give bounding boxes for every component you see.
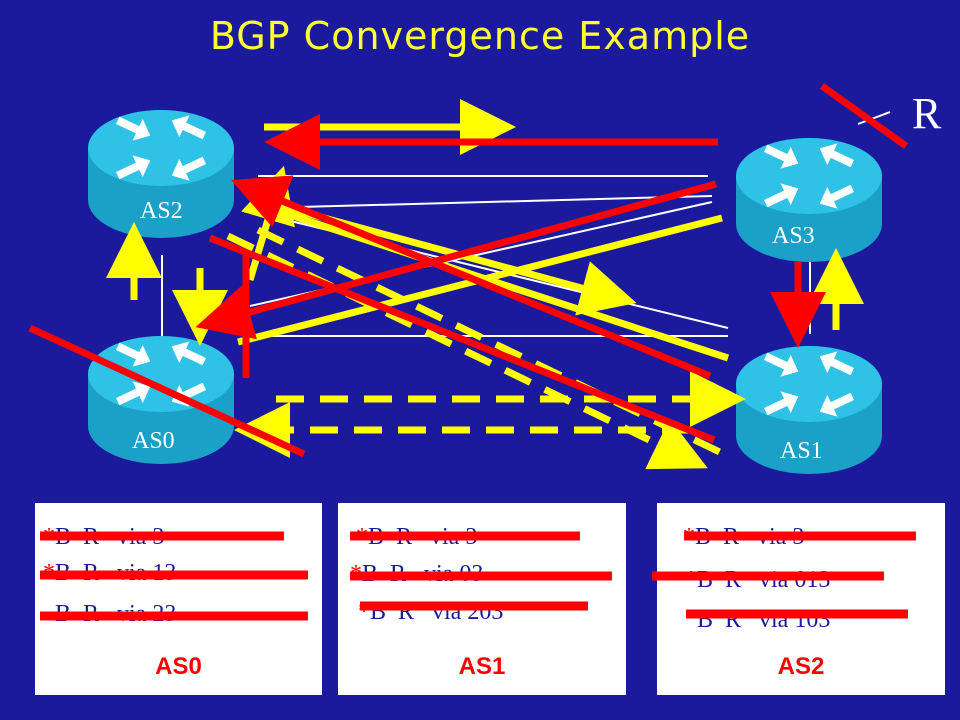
table-title: AS1 [458,653,506,680]
router-as2-label: AS2 [140,198,183,224]
table-title: AS0 [155,653,202,680]
router-as3-label: AS3 [772,223,815,249]
withdrawal-arrows [28,83,909,458]
router-as2 [88,110,234,238]
slide-title: BGP Convergence Example [209,14,751,58]
router-as1 [736,346,882,474]
table-title: AS2 [777,653,825,680]
router-as1-label: AS1 [780,438,823,464]
router-as0-label: AS0 [132,428,175,454]
destination-label: R [912,89,942,138]
router-as3 [736,138,882,262]
